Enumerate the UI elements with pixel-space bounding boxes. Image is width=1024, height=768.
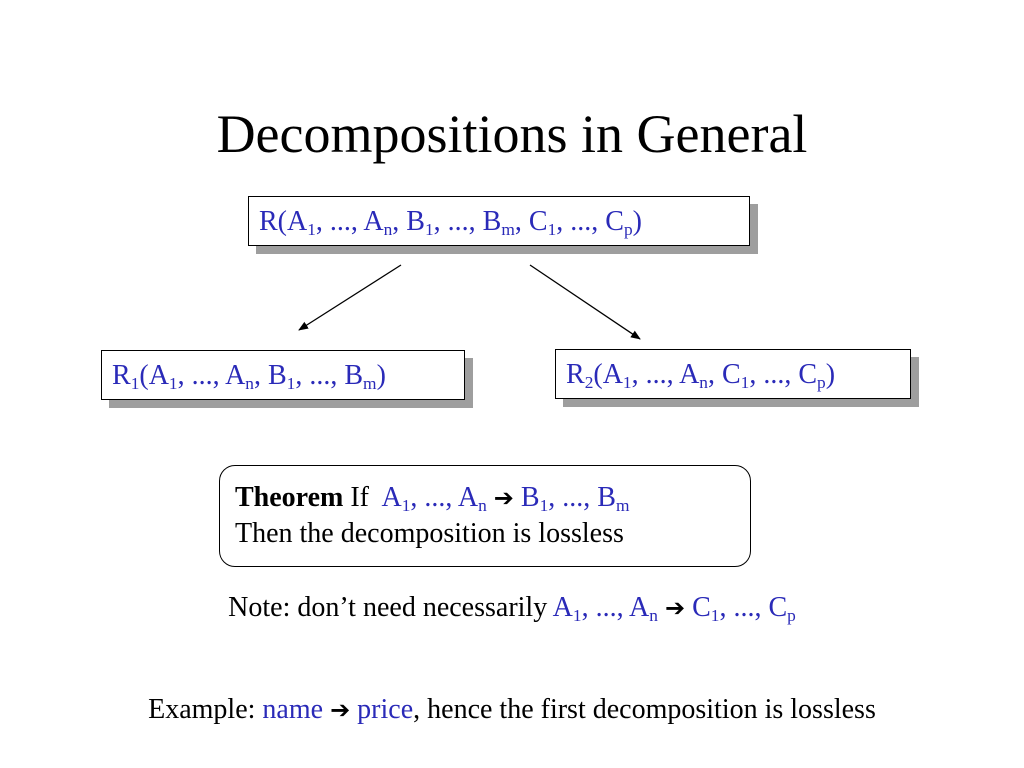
relation-r-text: , ..., A — [315, 206, 384, 237]
note-rhs: C1, ..., Cp — [692, 592, 796, 625]
example-lhs: name — [262, 694, 324, 725]
relation-r-text: , ..., B — [433, 206, 502, 237]
relation-r2-box: R2(A1, ..., An, C1, ..., Cp) — [555, 349, 911, 399]
subscript: m — [615, 495, 630, 515]
theorem-line-2: Then the decomposition is lossless — [235, 518, 624, 549]
subscript: 1 — [286, 373, 296, 393]
subscript: m — [501, 219, 515, 239]
theorem-text: , ..., B — [548, 482, 616, 513]
subscript: n — [245, 373, 254, 393]
relation-r1-text: , ..., B — [295, 360, 364, 391]
relation-r1-text: (A — [139, 360, 169, 391]
example-prefix: Example: — [148, 694, 263, 725]
right-arrow-icon: ➔ — [493, 484, 514, 512]
note-text: , ..., A — [581, 592, 650, 623]
theorem-text: B — [520, 482, 540, 513]
right-arrow-icon: ➔ — [330, 696, 351, 724]
subscript: 1 — [622, 372, 632, 392]
note-lhs: A1, ..., An — [552, 592, 658, 625]
theorem-rhs: B1, ..., Bm — [520, 482, 630, 515]
subscript: 2 — [584, 372, 594, 392]
subscript: p — [787, 605, 796, 625]
relation-r-name: R(A — [259, 206, 308, 237]
subscript: p — [817, 372, 826, 392]
subscript: p — [623, 219, 633, 239]
relation-r2-text: , C — [707, 359, 741, 390]
relation-r1-text: , B — [253, 360, 287, 391]
relation-r-text: ) — [632, 206, 642, 237]
relation-r1-text: ) — [376, 360, 386, 391]
theorem-line-1: Theorem If A1, ..., An ➔ B1, ..., Bm — [235, 480, 750, 516]
subscript: 1 — [401, 495, 411, 515]
relation-r1-box: R1(A1, ..., An, B1, ..., Bm) — [101, 350, 465, 400]
subscript: 1 — [424, 219, 434, 239]
subscript: m — [363, 373, 377, 393]
relation-r1-text: , ..., A — [177, 360, 246, 391]
example-rhs: price — [357, 694, 414, 725]
subscript: 1 — [130, 373, 140, 393]
relation-r2-name: R — [566, 359, 585, 390]
subscript: 1 — [539, 495, 549, 515]
subscript: n — [478, 495, 487, 515]
subscript: 1 — [307, 219, 316, 239]
relation-r-text: , B — [392, 206, 425, 237]
relation-r-text: , ..., C — [556, 206, 624, 237]
theorem-text: A — [381, 482, 402, 513]
example-line: Example: name ➔ price, hence the first d… — [0, 690, 1024, 730]
relation-r2-text: ) — [825, 359, 836, 390]
subscript: 1 — [710, 605, 720, 625]
arrow-to-r1 — [298, 264, 402, 331]
relation-r-box: R(A1, ..., An, B1, ..., Bm, C1, ..., Cp) — [248, 196, 750, 246]
subscript: 1 — [547, 219, 557, 239]
example-suffix: , hence the first decomposition is lossl… — [413, 694, 876, 725]
theorem-text: , ..., A — [410, 482, 479, 513]
note-text: C — [692, 592, 711, 623]
relation-r2-text: (A — [593, 359, 623, 390]
subscript: n — [699, 372, 708, 392]
theorem-lhs: A1, ..., An — [381, 482, 487, 515]
theorem-box: Theorem If A1, ..., An ➔ B1, ..., Bm The… — [219, 465, 751, 567]
subscript: n — [649, 605, 658, 625]
slide-title: Decompositions in General — [216, 104, 808, 164]
theorem-if: If — [350, 482, 370, 513]
arrow-to-r2 — [529, 264, 641, 340]
relation-r1-name: R — [112, 360, 131, 391]
relation-r2-text: , ..., C — [749, 359, 818, 390]
note-prefix: Note: don’t need necessarily — [228, 592, 553, 623]
subscript: 1 — [168, 373, 178, 393]
relation-r2-text: , ..., A — [631, 359, 700, 390]
relation-r-text: , C — [514, 206, 548, 237]
note-text: A — [552, 592, 573, 623]
subscript: 1 — [572, 605, 582, 625]
right-arrow-icon: ➔ — [664, 594, 686, 622]
subscript: n — [383, 219, 393, 239]
subscript: 1 — [740, 372, 750, 392]
note-text: , ..., C — [719, 592, 788, 623]
theorem-label: Theorem — [235, 482, 344, 513]
note-line: Note: don’t need necessarily A1, ..., An… — [0, 588, 1024, 628]
